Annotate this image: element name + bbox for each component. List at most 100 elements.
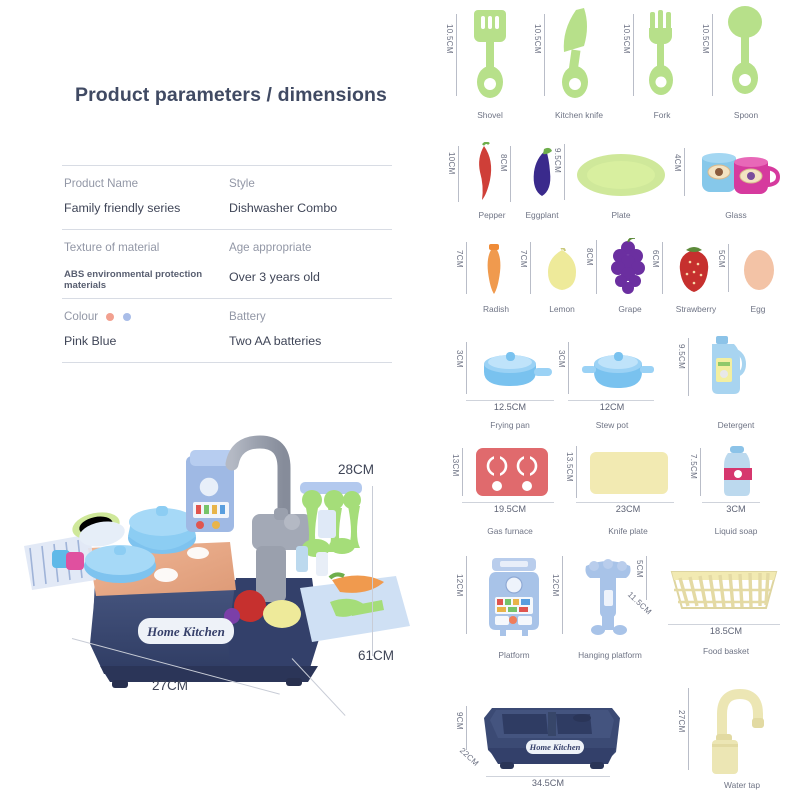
caption-glass: Glass <box>725 210 747 220</box>
caption-eggplant: Eggplant <box>525 210 559 220</box>
dim-platform: 12CM <box>455 574 464 597</box>
lemon-icon <box>548 248 576 290</box>
dim-spoon: 10.5CM <box>701 24 710 54</box>
dim-gas-furnace-h: 13CM <box>451 454 460 477</box>
dim-liquid-soap-w: 3CM <box>726 504 746 514</box>
spec-value-battery: Two AA batteries <box>229 334 322 349</box>
spatula-icon <box>474 10 506 98</box>
parts-row-utensils: 10.5CM Shovel 10.5CM Kitchen knife 10.5C… <box>440 0 796 132</box>
dim-sink-width: 34.5CM <box>531 778 565 788</box>
caption-shovel: Shovel <box>477 110 503 120</box>
spec-label-battery: Battery <box>229 309 266 323</box>
spec-row-values: Pink Blue Two AA batteries <box>62 327 392 362</box>
dim-line <box>456 14 457 96</box>
caption-water-tap: Water tap <box>724 780 760 790</box>
dim-line <box>576 446 577 498</box>
spec-row-labels: Colour Battery <box>62 299 392 327</box>
spec-label-age: Age appropriate <box>229 240 312 254</box>
spec-label-colour-text: Colour <box>64 309 99 323</box>
spec-label-texture: Texture of material <box>64 240 160 254</box>
spec-group-material: Texture of material Age appropriate ABS … <box>62 228 392 298</box>
dim-line <box>466 342 467 394</box>
plate-icon <box>577 154 665 196</box>
dim-line <box>568 400 654 401</box>
dim-line <box>646 556 647 600</box>
dim-line <box>530 242 531 294</box>
sink-brand-badge-text: Home Kitchen <box>529 742 581 752</box>
colour-swatch-blue <box>123 313 132 322</box>
dim-line <box>688 688 689 770</box>
caption-frying-pan: Frying pan <box>490 420 530 430</box>
detergent-bottle-icon <box>712 336 747 394</box>
dim-plate: 9.5CM <box>553 148 562 174</box>
strawberry-icon <box>679 247 709 292</box>
parts-row-platforms: 12CM Platform 12CM <box>440 548 796 670</box>
caption-food-basket: Food basket <box>702 646 750 656</box>
dim-line <box>486 776 610 777</box>
spoon-icon <box>728 6 762 94</box>
gas-stove-icon <box>476 448 548 496</box>
knife-icon <box>562 8 588 98</box>
dim-knife-plate-w: 23CM <box>615 504 641 514</box>
photo-dim-height-line <box>372 486 373 656</box>
colour-swatch-pink <box>106 313 115 322</box>
dim-stew-pot-w: 12CM <box>599 402 625 412</box>
caption-grape: Grape <box>618 304 642 314</box>
product-photo: Home Kitchen 28CM 27CM 61CM <box>0 430 440 796</box>
parts-row-produce: 7CM Radish 7CM Lemon 8CM Grape 6CM <box>440 232 796 326</box>
chili-pepper-icon <box>479 142 492 200</box>
page-title: Product parameters / dimensions <box>75 84 387 106</box>
dim-line <box>702 502 760 503</box>
dim-glass: 4CM <box>673 154 682 172</box>
dim-pepper: 10CM <box>447 152 456 175</box>
dim-food-basket-h: 5CM <box>635 560 644 578</box>
dim-line <box>462 502 554 503</box>
soap-bottle-icon <box>724 446 752 496</box>
dim-line <box>688 338 689 396</box>
dim-line <box>633 14 634 96</box>
caption-knife-plate: Knife plate <box>608 526 648 536</box>
caption-liquid-soap: Liquid soap <box>714 526 758 536</box>
stew-pot-icon <box>582 352 654 388</box>
dim-line <box>458 146 459 202</box>
dim-line <box>564 144 565 200</box>
spec-value-texture: ABS environmental protection materials <box>64 268 203 291</box>
parts-row-cookware: 3CM 12.5CM Frying pan 3CM 12CM Stew pot … <box>440 330 796 436</box>
dim-grape: 8CM <box>585 248 594 266</box>
dim-eggplant: 8CM <box>499 154 508 172</box>
dim-line <box>684 148 685 196</box>
caption-lemon: Lemon <box>549 304 575 314</box>
spec-group-colour: Colour Battery Pink Blue Two AA batterie… <box>62 297 392 363</box>
basket-icon <box>670 571 778 609</box>
dim-line <box>466 556 467 634</box>
caption-egg: Egg <box>750 304 766 314</box>
dim-line <box>466 400 554 401</box>
parts-row-tableware: 10CM Pepper 8CM Eggplant 9.5CM Plate 4CM <box>440 134 796 230</box>
spec-label-style: Style <box>229 177 255 190</box>
photo-dim-width: 27CM <box>152 678 189 693</box>
spec-value-age: Over 3 years old <box>229 270 320 285</box>
dim-detergent: 9.5CM <box>677 344 686 370</box>
spec-row-values: ABS environmental protection materials O… <box>62 258 392 298</box>
left-panel: Product parameters / dimensions Product … <box>0 84 440 796</box>
dim-line <box>728 244 729 292</box>
dim-line <box>700 448 701 496</box>
caption-spoon: Spoon <box>733 110 759 120</box>
dim-line <box>466 706 467 750</box>
dim-kitchen-knife: 10.5CM <box>533 24 542 54</box>
parts-row-appliances: 13CM 19.5CM Gas furnace 13.5CM 23CM Knif… <box>440 440 796 544</box>
product-brand-badge-text: Home Kitchen <box>146 624 225 639</box>
dim-stew-pot-h: 3CM <box>557 350 566 368</box>
dim-egg: 5CM <box>717 250 726 268</box>
cutting-board-icon <box>590 452 668 494</box>
dim-line <box>596 240 597 294</box>
carrot-icon <box>487 244 501 294</box>
dim-line <box>562 556 563 634</box>
caption-stew-pot: Stew pot <box>595 420 629 430</box>
spec-value-product-name: Family friendly series <box>64 201 181 216</box>
cups-icon <box>702 153 781 194</box>
product-photo-illustration: Home Kitchen <box>24 435 410 688</box>
spec-label-colour: Colour <box>62 299 227 327</box>
hanging-rack-icon <box>585 559 631 635</box>
dim-line <box>668 624 780 625</box>
